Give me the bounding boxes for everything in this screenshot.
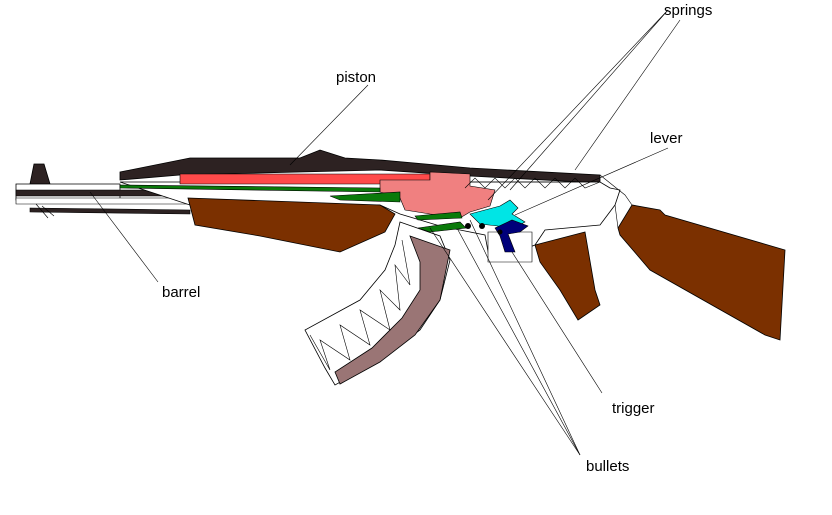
- handguard: [187, 197, 396, 253]
- trigger-part: [494, 219, 529, 253]
- magazine-body: [304, 221, 451, 386]
- barrel-lower: [15, 197, 191, 205]
- pivot-pin-1: [465, 223, 471, 229]
- cleaning-rod: [29, 207, 191, 215]
- label-trigger: trigger: [612, 400, 655, 417]
- bullet-upper: [414, 211, 463, 221]
- gas-tube: [119, 184, 381, 193]
- cleaning-rod-tip-2: [41, 205, 55, 217]
- buttstock-outline: [599, 174, 633, 229]
- pistol-grip: [534, 231, 601, 321]
- magazine-spine: [334, 235, 451, 385]
- label-piston: piston: [336, 69, 376, 86]
- buttstock: [617, 204, 786, 341]
- recoil-spring: [464, 177, 601, 189]
- leader-lines: [89, 9, 681, 456]
- front-sight: [29, 163, 51, 185]
- label-springs: springs: [664, 2, 712, 19]
- magazine-spring: [309, 239, 411, 371]
- label-bullets: bullets: [586, 458, 629, 475]
- bolt-green: [329, 191, 401, 203]
- cleaning-rod-tip: [35, 203, 49, 219]
- pivot-pin-3: [497, 229, 503, 235]
- bolt-carrier: [379, 171, 496, 219]
- label-barrel: barrel: [162, 284, 200, 301]
- label-lever: lever: [650, 130, 683, 147]
- pivot-pin-2: [479, 223, 485, 229]
